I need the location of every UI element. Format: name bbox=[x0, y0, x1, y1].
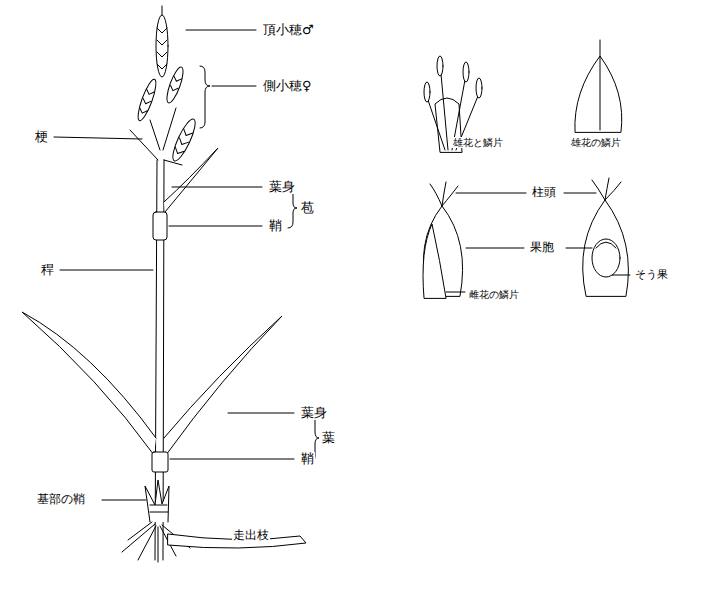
part-label: 側小穂♀ bbox=[262, 79, 313, 93]
utricle-section bbox=[583, 178, 629, 296]
part-label: 頂小穂♂ bbox=[262, 23, 315, 37]
terminal-spikelet bbox=[156, 6, 168, 77]
part-label: そう果 bbox=[634, 269, 669, 281]
part-label: 果胞 bbox=[529, 241, 555, 254]
part-label: 走出枝 bbox=[232, 529, 270, 542]
basal-sheath bbox=[145, 480, 169, 522]
part-label: 柱頭 bbox=[531, 186, 557, 199]
part-label: 鞘 bbox=[268, 219, 283, 233]
part-label: 葉 bbox=[321, 431, 336, 445]
part-label: 鞘 bbox=[300, 452, 315, 466]
leaf-blade bbox=[164, 316, 282, 455]
part-label: 基部の鞘 bbox=[36, 493, 86, 506]
part-label: 苞 bbox=[300, 201, 315, 215]
part-label: 雌花の鱗片 bbox=[468, 289, 520, 300]
bract-sheath bbox=[153, 212, 167, 240]
basal-sheath bbox=[150, 505, 168, 512]
part-label: 葉身 bbox=[268, 180, 296, 194]
part-label: 梗 bbox=[34, 130, 49, 144]
leaf-sheath bbox=[152, 452, 168, 472]
male-scale bbox=[575, 40, 622, 132]
female-flower bbox=[423, 182, 463, 298]
leader-lines bbox=[54, 30, 630, 500]
part-label: 稈 bbox=[40, 263, 55, 277]
part-label: 葉身 bbox=[300, 406, 328, 420]
bract-blade bbox=[164, 148, 218, 212]
lateral-spikelets bbox=[135, 65, 199, 163]
leaf-blade bbox=[22, 312, 156, 455]
part-label: 雄花と鱗片 bbox=[452, 137, 504, 148]
part-label: 雄花の鱗片 bbox=[570, 137, 622, 148]
